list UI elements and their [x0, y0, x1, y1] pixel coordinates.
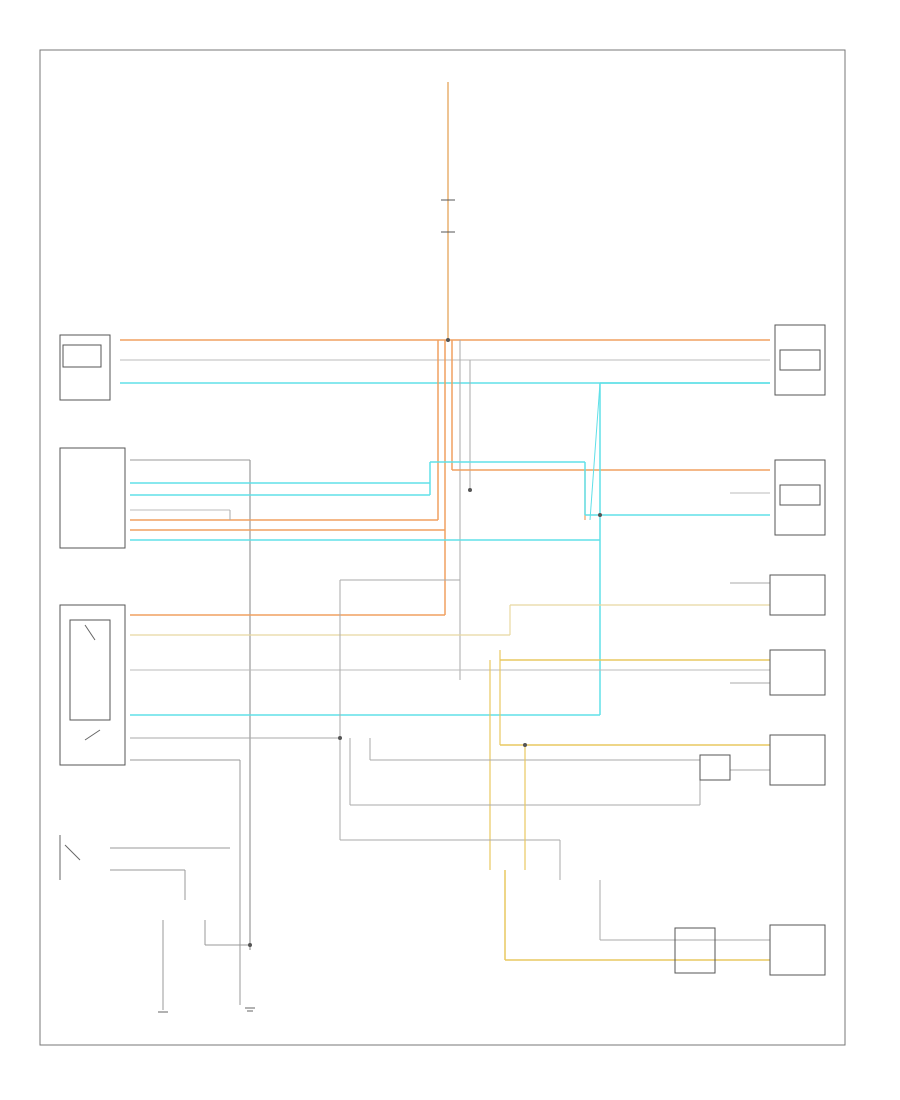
- control-module: [59, 447, 126, 549]
- splice-dots: [248, 338, 602, 947]
- rear-lock-switch: [769, 734, 826, 786]
- ground-symbol: [158, 1007, 255, 1013]
- rear-door-actuator-left: [59, 334, 111, 401]
- main-supply-wire: [441, 82, 455, 340]
- left-front-lock-switch: [769, 574, 826, 616]
- rear-door-actuator-bottom: [769, 924, 826, 976]
- diagram-frame: [39, 49, 846, 1046]
- small-relay-box: [699, 754, 731, 781]
- relay-switch: [59, 604, 126, 766]
- right-door-actuator: [774, 459, 826, 536]
- left-door-actuator: [774, 324, 826, 396]
- rear-jamb-switch: [674, 927, 716, 974]
- right-front-lock-switch: [769, 649, 826, 696]
- door-ajar-switch: [59, 835, 81, 880]
